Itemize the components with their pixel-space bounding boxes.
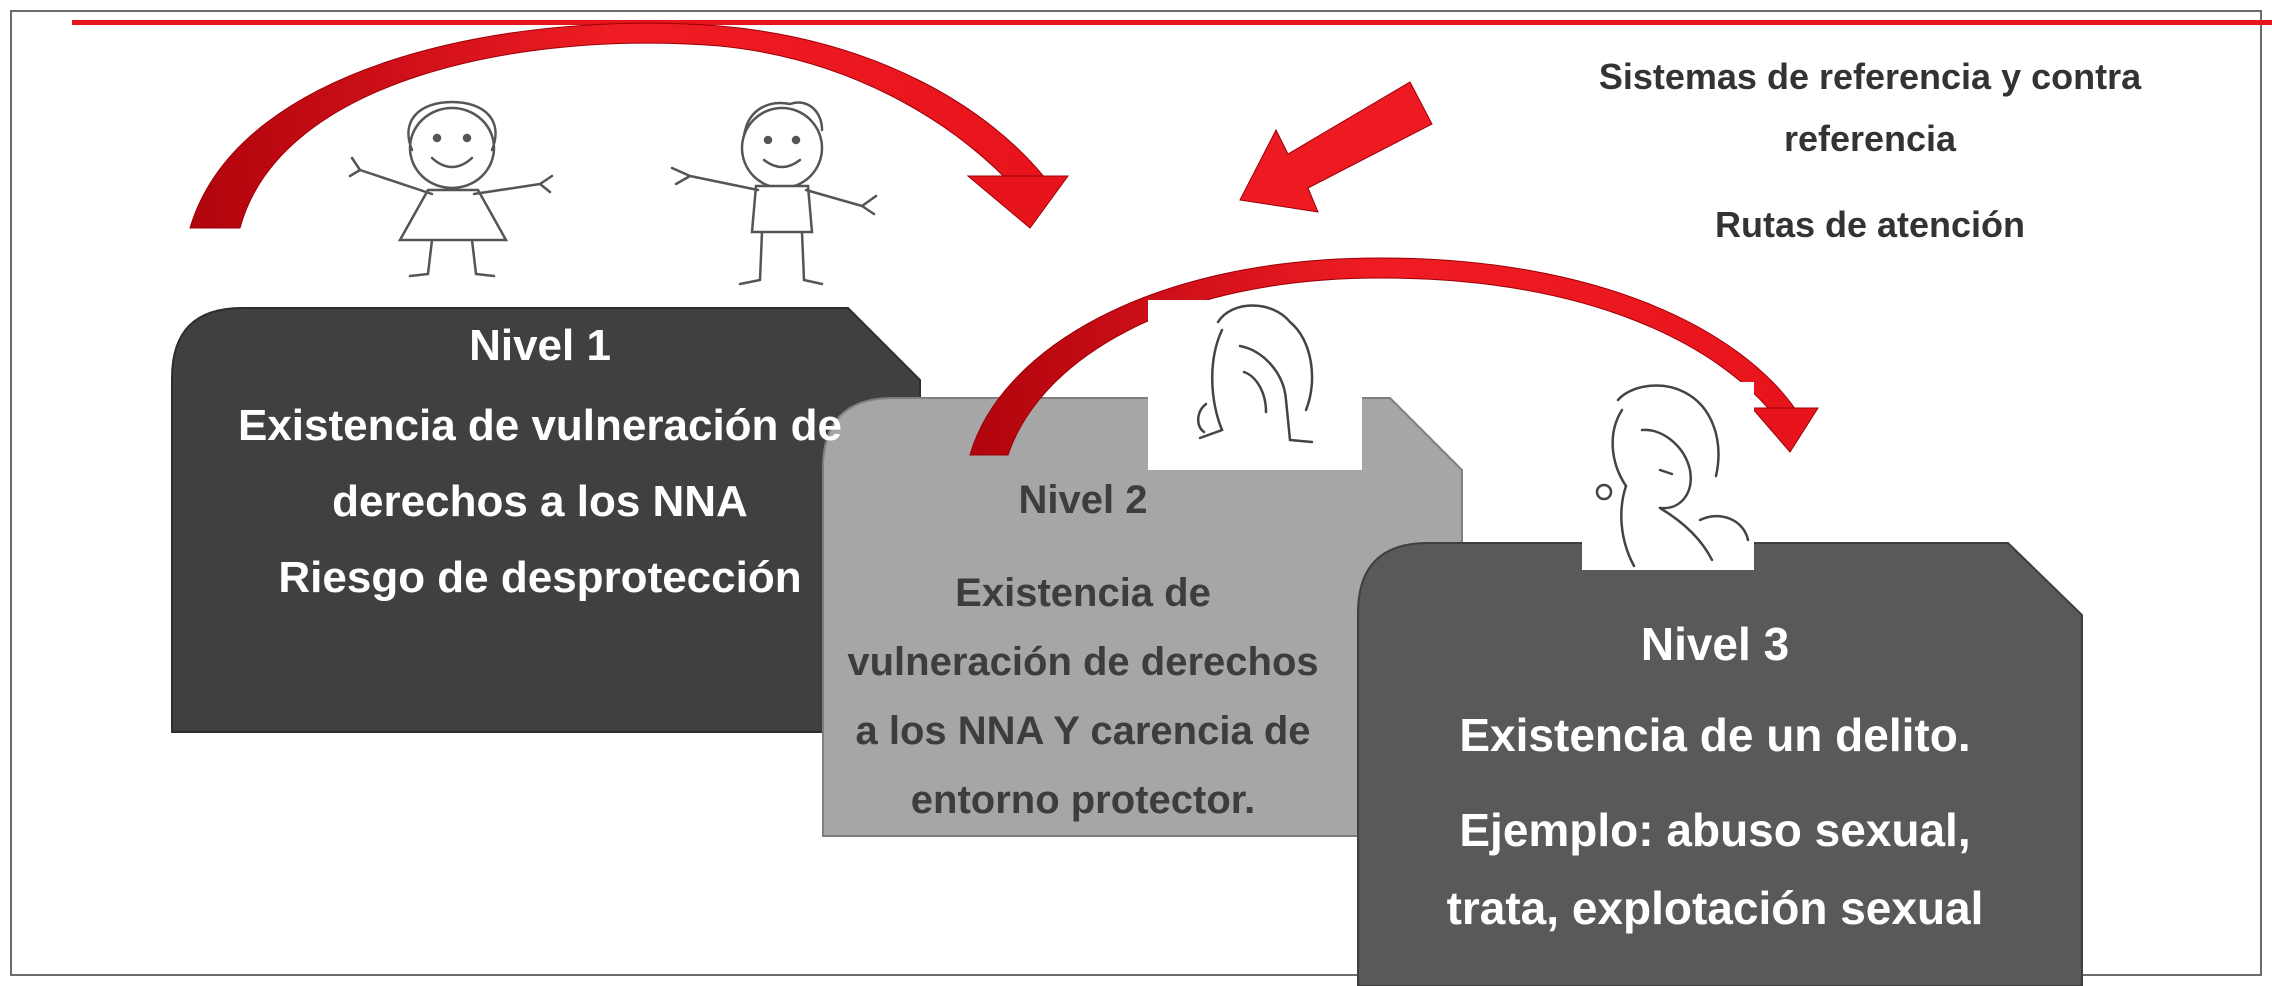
crouching-child-drawing-icon (1197, 304, 1314, 444)
girl-drawing-icon (348, 100, 554, 278)
level-1-line-2: derechos a los NNA (332, 477, 748, 526)
sad-girl-drawing-icon (1595, 384, 1750, 568)
level-2-text: Nivel 2 Existencia de vulneración de der… (828, 465, 1338, 835)
level-3-line-3: trata, explotación sexual (1446, 882, 1984, 934)
level-1-text: Nivel 1 Existencia de vulneración de der… (180, 310, 900, 616)
references-text: Sistemas de referencia y contra referenc… (1598, 56, 2142, 159)
slide-frame (10, 10, 2262, 976)
level-2-line-3: a los NNA Y carencia de (855, 709, 1311, 753)
level-3-text: Nivel 3 Existencia de un delito. Ejemplo… (1360, 605, 2070, 947)
level-1-title: Nivel 1 (469, 321, 611, 370)
level-1-line-3: Riesgo de desprotección (278, 553, 802, 602)
level-3-box (1357, 542, 2083, 986)
level-3-line-1: Existencia de un delito. (1459, 709, 1971, 761)
level-2-line-4: entorno protector. (910, 778, 1256, 822)
level-1-box (171, 307, 921, 733)
curved-arrow-1 (189, 22, 1069, 229)
level-3-title: Nivel 3 (1640, 618, 1790, 670)
level-2-title: Nivel 2 (1018, 478, 1148, 522)
level-2-line-1: Existencia de (955, 571, 1211, 615)
top-red-line (72, 20, 2272, 25)
level-3-line-2: Ejemplo: abuso sexual, (1459, 804, 1971, 856)
routes-text: Rutas de atención (1714, 204, 2026, 245)
level-1-line-1: Existencia de vulneración de (237, 401, 842, 450)
straight-arrow (1239, 81, 1433, 213)
level-2-line-2: vulneración de derechos (847, 640, 1319, 684)
boy-drawing-icon (670, 101, 878, 286)
